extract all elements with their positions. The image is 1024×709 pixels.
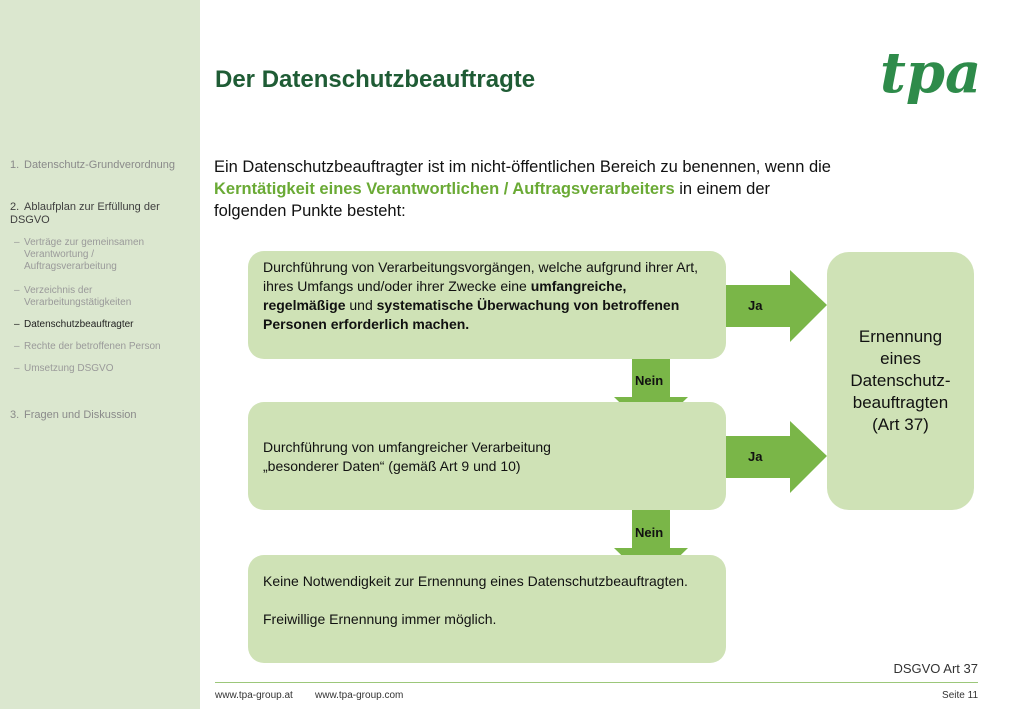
nav-item-ablaufplan[interactable]: 2.Ablaufplan zur Erfüllung der DSGVO <box>10 201 178 227</box>
yes-label-2: Ja <box>748 449 763 464</box>
page-title: Der Datenschutzbeauftragte <box>215 66 536 93</box>
box1-bold1: umfangreiche, regelmäßige <box>263 278 627 313</box>
nav-subitem-datenschutzbeauftragter[interactable]: –Datenschutzbeauftragter <box>14 319 174 331</box>
box1-text2: und <box>345 297 377 313</box>
nav-item-number: 3. <box>10 409 20 421</box>
box3-line2: Freiwillige Ernennung immer möglich. <box>263 611 497 627</box>
nav-item-datenschutz-grundverordnung[interactable]: 1. Datenschutz-Grundverordnung <box>10 159 190 172</box>
flow-box-ueberwachung: Durchführung von Verarbeitungsvorgängen,… <box>248 251 726 359</box>
intro-text: Ein Datenschutzbeauftragter ist im nicht… <box>214 156 834 222</box>
intro-part1: Ein Datenschutzbeauftragter ist im nicht… <box>214 158 831 176</box>
legal-reference: DSGVO Art 37 <box>893 661 978 676</box>
flow-box-besondere-daten: Durchführung von umfangreicher Verarbeit… <box>248 402 726 510</box>
nav-item-number: 1. <box>10 159 20 171</box>
nav-subitem-label: Rechte der betroffenen Person <box>24 341 161 352</box>
dash-icon: – <box>14 285 20 296</box>
arrow-right-2 <box>726 421 827 493</box>
nav-subitem-umsetzung[interactable]: –Umsetzung DSGVO <box>14 363 174 375</box>
tpa-logo-icon: tpa <box>880 40 981 106</box>
box1-text1: Durchführung von Verarbeitungsvorgängen,… <box>263 259 699 294</box>
box2-line1: Durchführung von umfangreicher Verarbeit… <box>263 439 551 455</box>
page-number: Seite 11 <box>942 690 978 701</box>
result-line1: Ernennung <box>858 327 943 346</box>
no-label-1: Nein <box>635 373 664 388</box>
intro-highlight: Kerntätigkeit eines Verantwortlichen / A… <box>214 180 675 198</box>
nav-item-label: Fragen und Diskussion <box>24 409 137 421</box>
footer-link-com[interactable]: www.tpa-group.com <box>315 690 404 701</box>
box2-line2: „besonderer Daten“ (gemäß Art 9 und 10) <box>263 458 521 474</box>
nav-subitem-vertraege[interactable]: –Verträge zur gemeinsamen Verantwortung … <box>14 237 174 273</box>
nav-subitem-label: Datenschutzbeauftragter <box>24 319 134 330</box>
nav-item-number: 2. <box>10 201 20 213</box>
box1-bold2: systematische Überwachung von betroffene… <box>263 297 680 332</box>
yes-label-1: Ja <box>748 298 763 313</box>
nav-item-label: Datenschutz-Grundverordnung <box>24 159 176 171</box>
dash-icon: – <box>14 363 20 374</box>
nav-subitem-label: Verträge zur gemeinsamen Verantwortung /… <box>24 237 145 272</box>
flow-box-keine-notwendigkeit: Keine Notwendigkeit zur Ernennung eines … <box>248 555 726 663</box>
nav-subitem-label: Umsetzung DSGVO <box>24 363 114 374</box>
result-line4: beauftragten <box>852 393 949 412</box>
box3-line1: Keine Notwendigkeit zur Ernennung eines … <box>263 573 688 589</box>
dash-icon: – <box>14 237 20 248</box>
footer-divider <box>215 682 978 683</box>
result-line5: (Art 37) <box>872 415 929 434</box>
nav-item-fragen[interactable]: 3. Fragen und Diskussion <box>10 409 190 422</box>
flow-result-ernennung: Ernennung eines Datenschutz- beauftragte… <box>827 252 974 510</box>
dash-icon: – <box>14 319 20 330</box>
arrow-right-1 <box>726 270 827 342</box>
sidebar-nav: 1. Datenschutz-Grundverordnung 2.Ablaufpl… <box>0 0 200 709</box>
footer-link-at[interactable]: www.tpa-group.at <box>215 690 293 701</box>
nav-subitem-verzeichnis[interactable]: –Verzeichnis der Verarbeitungstätigkeite… <box>14 285 174 309</box>
logo-text: tpa <box>880 40 978 106</box>
result-line2: eines <box>880 349 921 368</box>
dash-icon: – <box>14 341 20 352</box>
nav-subitem-label: Verzeichnis der Verarbeitungstätigkeiten <box>24 285 132 308</box>
result-line3: Datenschutz- <box>850 371 951 390</box>
nav-subitem-rechte[interactable]: –Rechte der betroffenen Person <box>14 341 174 353</box>
nav-item-label: Ablaufplan zur Erfüllung der DSGVO <box>10 201 160 226</box>
no-label-2: Nein <box>635 525 664 540</box>
intro-part2: in einem der folgenden Punkte besteht: <box>214 180 771 220</box>
tpa-logo: tpa <box>878 30 981 116</box>
